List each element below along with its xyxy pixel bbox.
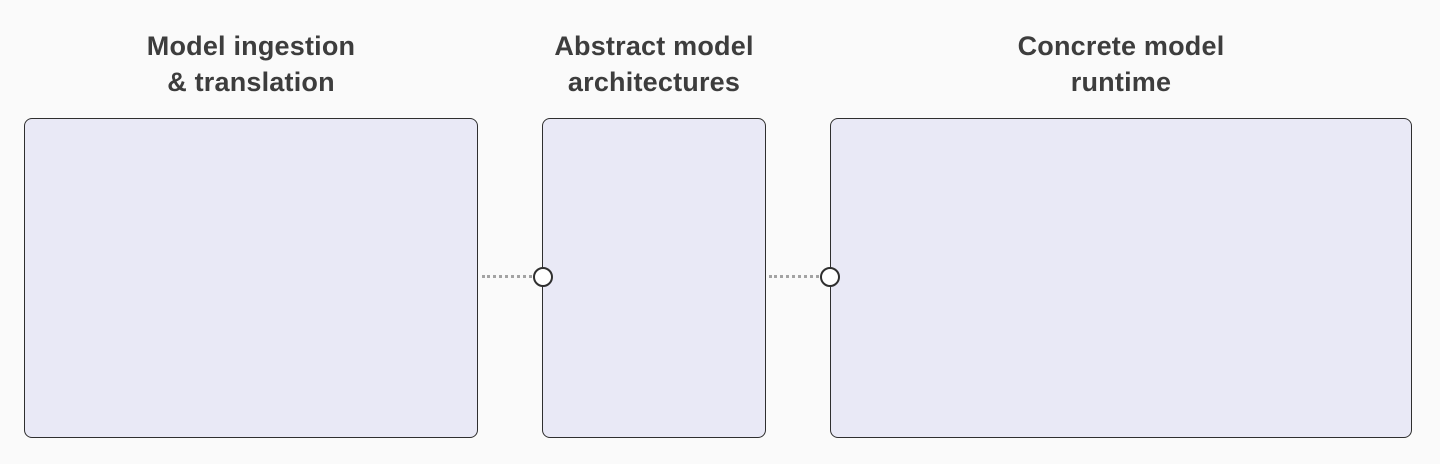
column-heading-line: architectures	[567, 67, 741, 97]
panel-concrete-runtime	[830, 118, 1412, 438]
connector-dotted-line-1	[482, 275, 532, 278]
column-heading-line: Model ingestion	[146, 31, 356, 61]
column-heading-concrete-runtime: Concrete model runtime	[830, 28, 1412, 100]
connector-circle-node-1	[533, 267, 553, 287]
panel-abstract-architectures	[542, 118, 766, 438]
column-heading-model-ingestion: Model ingestion & translation	[24, 28, 478, 100]
column-heading-line: Concrete model	[1017, 31, 1225, 61]
connector-dotted-line-2	[769, 275, 819, 278]
column-heading-line: runtime	[1070, 67, 1172, 97]
connector-circle-node-2	[820, 267, 840, 287]
panel-model-ingestion	[24, 118, 478, 438]
column-heading-line: & translation	[167, 67, 335, 97]
column-heading-abstract-architectures: Abstract model architectures	[542, 28, 766, 100]
column-heading-line: Abstract model	[554, 31, 754, 61]
